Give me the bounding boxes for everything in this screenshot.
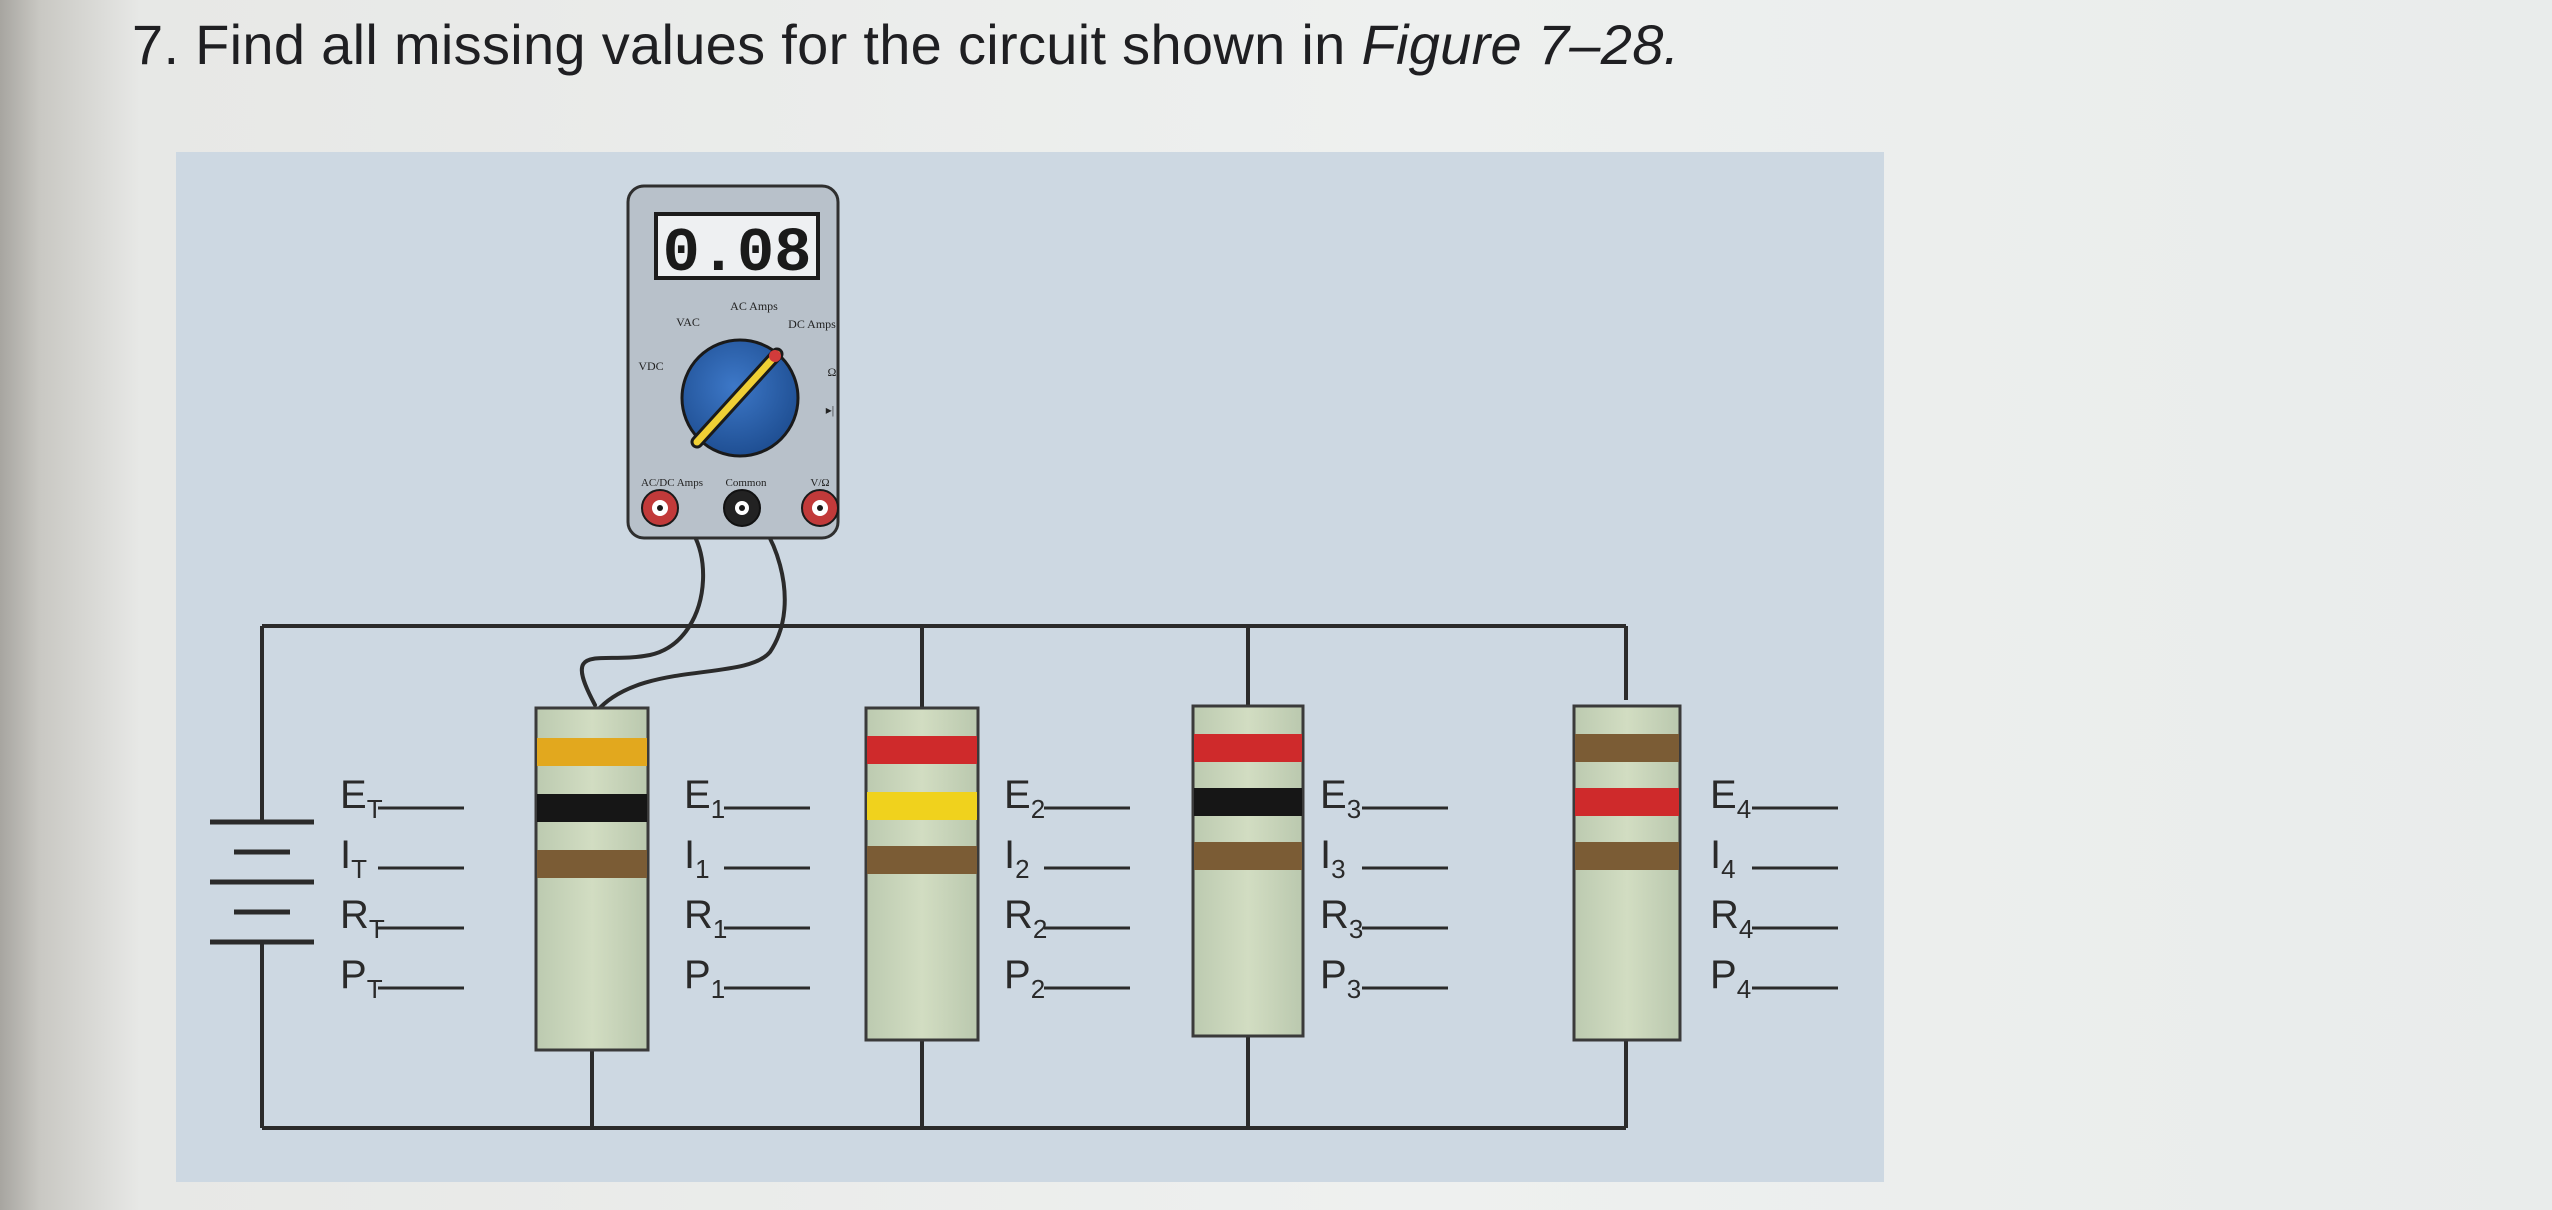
- r4-band-1: [1575, 734, 1679, 762]
- r1-band-2: [537, 794, 647, 822]
- label-main: E: [684, 773, 711, 817]
- label-main: E: [1710, 773, 1737, 817]
- label-main: P: [1710, 953, 1737, 997]
- r2-band-3: [867, 846, 977, 874]
- r3-band-2: [1194, 788, 1302, 816]
- label-subscript: 2: [1033, 914, 1047, 944]
- label-main: P: [1004, 953, 1031, 997]
- label-r-1: R1: [684, 893, 727, 944]
- label-p-1: P1: [684, 953, 725, 1004]
- label-p-4: P4: [1710, 953, 1751, 1004]
- label-r-t: RT: [340, 893, 385, 944]
- label-main: I: [340, 833, 351, 877]
- meter-label-dc-amps: DC Amps: [788, 317, 836, 331]
- label-p-t: PT: [340, 953, 383, 1004]
- label-main: E: [1320, 773, 1347, 817]
- circuit-wires: [260, 624, 1628, 1130]
- meter-display: [654, 212, 820, 280]
- label-subscript: 3: [1349, 914, 1363, 944]
- label-main: P: [684, 953, 711, 997]
- label-subscript: 3: [1347, 794, 1361, 824]
- question-body: Find all missing values for the circuit …: [195, 13, 1362, 76]
- meter-label-jack-acdc: AC/DC Amps: [641, 477, 703, 489]
- battery: [210, 806, 314, 958]
- r1-band-1: [537, 738, 647, 766]
- meter-label-vdc: VDC: [638, 359, 663, 373]
- meter-label-vac: VAC: [676, 315, 700, 329]
- r2-band-2: [867, 792, 977, 820]
- label-main: R: [684, 893, 713, 937]
- jack-v-ohm[interactable]: [801, 489, 839, 527]
- label-e-2: E2: [1004, 773, 1045, 824]
- label-subscript: 4: [1737, 974, 1751, 1004]
- label-subscript: 2: [1031, 974, 1045, 1004]
- label-main: P: [1320, 953, 1347, 997]
- resistor-r2: [864, 706, 980, 1042]
- label-subscript: 4: [1737, 794, 1751, 824]
- label-e-4: E4: [1710, 773, 1751, 824]
- meter-display-value: 0.08: [663, 218, 812, 289]
- r3-band-3: [1194, 842, 1302, 870]
- label-main: I: [684, 833, 695, 877]
- label-r-2: R2: [1004, 893, 1047, 944]
- label-e-t: ET: [340, 773, 383, 824]
- label-r-3: R3: [1320, 893, 1363, 944]
- label-p-3: P3: [1320, 953, 1361, 1004]
- label-main: R: [1320, 893, 1349, 937]
- question-text: 7. Find all missing values for the circu…: [132, 12, 1680, 77]
- resistor-r1: [534, 706, 650, 1052]
- label-subscript: T: [351, 854, 367, 884]
- label-r-4: R4: [1710, 893, 1753, 944]
- label-main: I: [1320, 833, 1331, 877]
- label-subscript: 3: [1331, 854, 1345, 884]
- question-number: 7.: [132, 13, 180, 76]
- r2-band-1: [867, 736, 977, 764]
- label-subscript: 4: [1721, 854, 1735, 884]
- label-main: E: [340, 773, 367, 817]
- label-subscript: 1: [711, 794, 725, 824]
- label-subscript: 4: [1739, 914, 1753, 944]
- r4-band-2: [1575, 788, 1679, 816]
- r3-band-1: [1194, 734, 1302, 762]
- label-subscript: 1: [695, 854, 709, 884]
- label-subscript: T: [367, 794, 383, 824]
- label-subscript: 3: [1347, 974, 1361, 1004]
- meter-label-diode: ▸|: [826, 403, 834, 417]
- figure-reference: Figure 7–28.: [1361, 13, 1680, 76]
- label-i-2: I2: [1004, 833, 1030, 884]
- label-subscript: 1: [713, 914, 727, 944]
- label-main: E: [1004, 773, 1031, 817]
- r4-band-3: [1575, 842, 1679, 870]
- label-main: R: [1710, 893, 1739, 937]
- multimeter: 0.08 AC Amps VAC DC Amps VDC Ω ▸| AC/DC …: [626, 184, 840, 540]
- meter-label-ac-amps: AC Amps: [730, 299, 778, 313]
- resistor-r4: [1572, 704, 1682, 1042]
- label-subscript: T: [367, 974, 383, 1004]
- meter-label-ohm: Ω: [828, 365, 837, 379]
- label-e-3: E3: [1320, 773, 1361, 824]
- meter-label-jack-vohm: V/Ω: [810, 477, 829, 489]
- label-main: I: [1004, 833, 1015, 877]
- label-main: R: [1004, 893, 1033, 937]
- label-main: R: [340, 893, 369, 937]
- label-i-t: IT: [340, 833, 367, 884]
- label-subscript: 2: [1015, 854, 1029, 884]
- label-p-2: P2: [1004, 953, 1045, 1004]
- label-e-1: E1: [684, 773, 725, 824]
- label-subscript: 2: [1031, 794, 1045, 824]
- label-main: I: [1710, 833, 1721, 877]
- label-subscript: T: [369, 914, 385, 944]
- label-i-4: I4: [1710, 833, 1736, 884]
- label-main: P: [340, 953, 367, 997]
- resistor-r3: [1191, 704, 1305, 1038]
- label-subscript: 1: [711, 974, 725, 1004]
- meter-label-jack-common: Common: [726, 477, 767, 489]
- jack-acdc-amps[interactable]: [641, 489, 679, 527]
- label-i-3: I3: [1320, 833, 1346, 884]
- label-i-1: I1: [684, 833, 710, 884]
- jack-common[interactable]: [723, 489, 761, 527]
- r1-band-3: [537, 850, 647, 878]
